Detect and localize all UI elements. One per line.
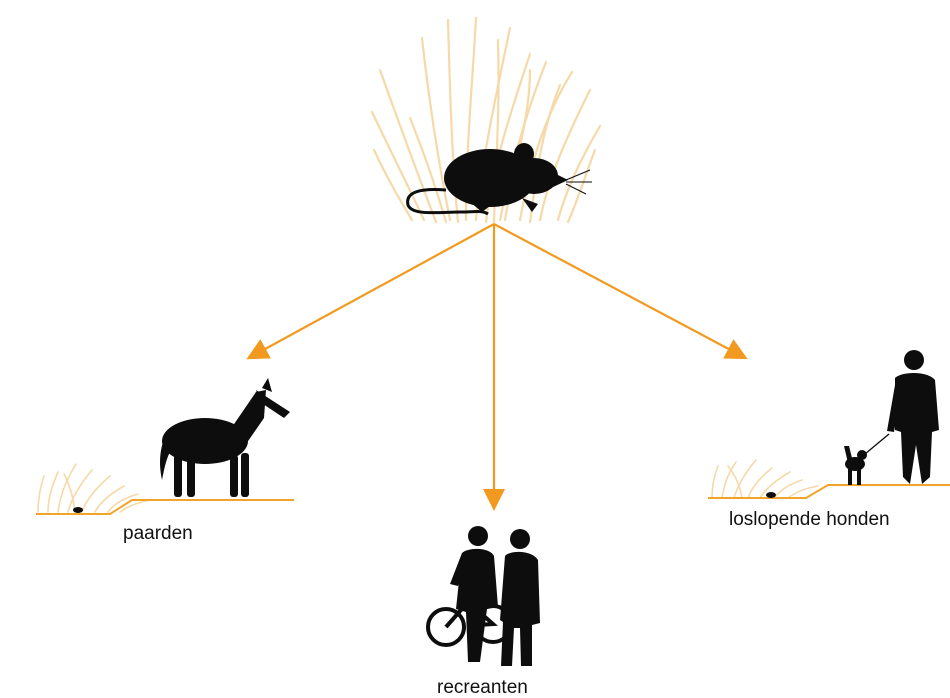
arrow-to-dogs [493,223,748,360]
person-right-icon [500,529,540,666]
mouse-icon [406,143,592,216]
label-walkers: recreanten [437,677,528,698]
left-ground-line [36,499,294,515]
arrows [246,223,748,511]
walkers-scene [426,526,540,666]
label-dogs: loslopende honden [729,509,890,530]
right-grass [711,459,819,499]
label-horses: paarden [123,523,193,544]
small-mouse-icon-right [766,492,776,498]
arrow-to-horses [246,223,495,360]
dog-walker-scene [708,350,950,499]
person-walking-dog-icon [844,350,939,485]
right-ground-line [708,484,950,499]
left-grass [37,463,151,513]
small-mouse-icon-left [73,507,83,513]
person-left-icon [450,526,498,662]
horse-icon [160,378,290,497]
horse-scene [36,378,294,515]
